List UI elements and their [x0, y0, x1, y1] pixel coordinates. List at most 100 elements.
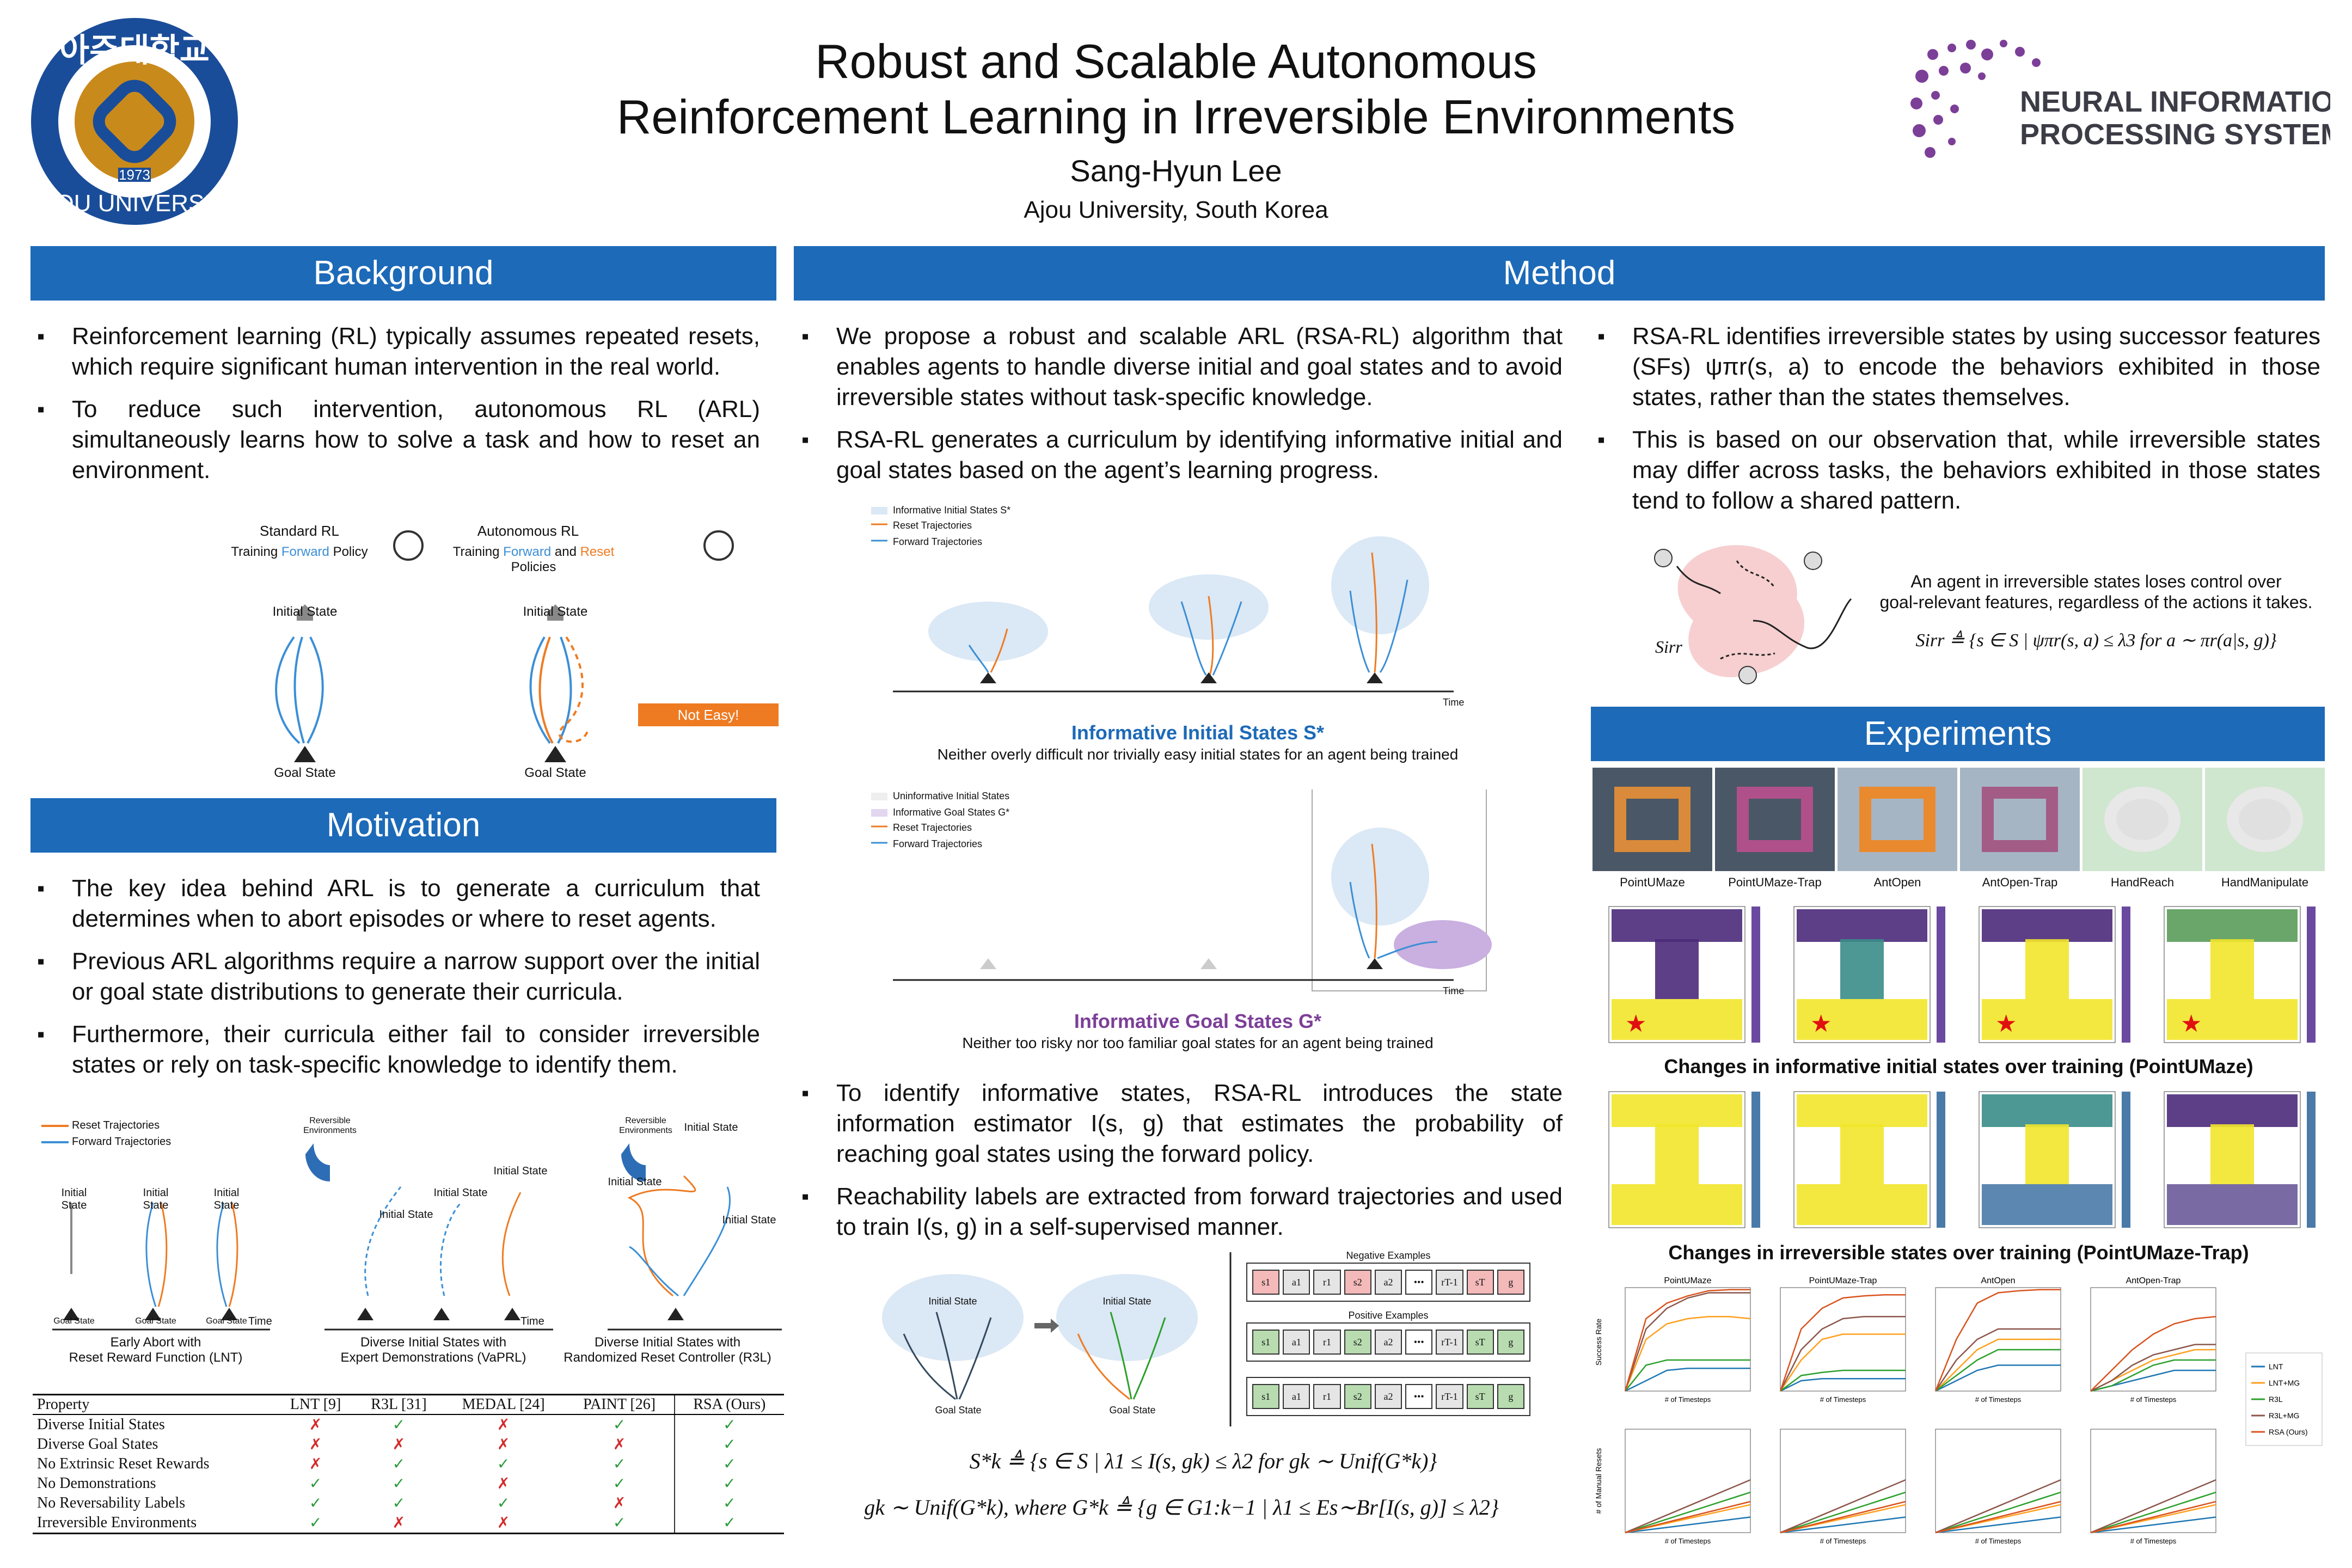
motivation-diagram: [41, 1125, 782, 1331]
table-cell-mark: ✓: [392, 1495, 406, 1512]
environment-label: PointUMaze-Trap: [1728, 875, 1822, 889]
sequence-token: a1: [1283, 1384, 1310, 1409]
irr-set-label: Sirr: [1655, 637, 1682, 657]
bg-initial-state-right: Initial State: [523, 604, 588, 619]
background-bullet: To reduce such intervention, autonomous …: [30, 394, 760, 486]
lnt-time-label: Time: [248, 1315, 272, 1327]
reset-frame: [1780, 1429, 1906, 1533]
heatmap-panel: ★: [2148, 901, 2322, 1054]
standard-vs-autonomous-figure: Standard RL Training Forward Policy Auto…: [207, 523, 779, 784]
vaprl-initial-2: Initial State: [433, 1187, 488, 1199]
table-row: No Extrinsic Reset Rewards✗✓✓✓✓: [33, 1454, 784, 1474]
sequence-token: s1: [1252, 1330, 1280, 1355]
motivation-bullet: Previous ARL algorithms require a narrow…: [30, 946, 760, 1007]
heatmap-plot: ★: [1793, 906, 1945, 1043]
sequence-token: sT: [1466, 1384, 1494, 1409]
table-cell-mark: ✗: [497, 1475, 510, 1492]
irreversible-state-heatmaps: [1592, 1086, 2325, 1241]
curve-series-line: [1935, 1364, 2061, 1392]
curve-title: PointUMaze-Trap: [1809, 1276, 1877, 1285]
goal-star-icon: ★: [1810, 1010, 1832, 1037]
heatmap-colorbar: [1751, 1092, 1760, 1228]
equation-informative-initial: S*k ≜ {s ∈ S | λ1 ≤ I(s, gk) ≤ λ2 for gk…: [969, 1449, 1437, 1473]
neurips-logo: NEURAL INFORMATION PROCESSING SYSTEMS: [1900, 33, 2352, 174]
sequence-token: s2: [1344, 1330, 1371, 1355]
heatmap-panel: [1778, 1086, 1952, 1239]
fig3-initial-left: Initial State: [928, 1296, 977, 1307]
motivation-figure: Reset Trajectories Forward Trajectories …: [30, 1111, 782, 1367]
table-cell-mark: ✓: [497, 1495, 510, 1512]
irreversible-states-figure: Sirr: [1612, 528, 1862, 702]
vaprl-reversible: Reversible Environments: [303, 1116, 357, 1135]
table-cell-mark: ✓: [673, 1435, 784, 1454]
lnt-goal-3: Goal State: [206, 1316, 247, 1326]
method-bullet: RSA-RL generates a curriculum by identif…: [795, 425, 1563, 486]
table-cell-property: No Demonstrations: [37, 1475, 156, 1492]
method-bullet: RSA-RL identifies irreversible states by…: [1591, 321, 2320, 413]
neurips-line1: NEURAL INFORMATION: [2020, 85, 2330, 118]
poster-title-line1: Robust and Scalable Autonomous: [815, 34, 1537, 88]
sequence-token: •••: [1405, 1384, 1433, 1409]
heatmap-region: [1655, 1124, 1699, 1184]
goal-star-icon: ★: [1995, 1010, 2017, 1037]
table-cell-property: No Extrinsic Reset Rewards: [37, 1455, 210, 1472]
reset-xlabel: # of Timesteps: [1820, 1537, 1866, 1545]
heatmap-region: [1982, 909, 2112, 942]
method-bullets-2: To identify informative states, RSA-RL i…: [795, 1078, 1563, 1254]
curve-series-line: [1624, 1292, 1750, 1392]
table-row: Diverse Goal States✗✗✗✗✓: [33, 1435, 784, 1454]
sequence-token: g: [1497, 1270, 1524, 1295]
heatmap-region: [1840, 939, 1884, 999]
sequence-token: s2: [1344, 1384, 1371, 1409]
heatmap-region: [1797, 999, 1927, 1040]
environment-tile: HandManipulate: [2205, 768, 2325, 889]
environment-object: [1982, 787, 2058, 852]
heatmap-region: [1982, 999, 2112, 1040]
reset-series-line: [1780, 1516, 1906, 1534]
curve-xlabel: # of Timesteps: [1820, 1395, 1866, 1404]
environment-tile: AntOpen-Trap: [1960, 768, 2080, 889]
irreversible-caption-1: An agent in irreversible states loses co…: [1910, 572, 2282, 591]
curve-xlabel: # of Timesteps: [1665, 1395, 1711, 1404]
sequence-token: r1: [1313, 1330, 1341, 1355]
r3l-initial-1: Initial State: [608, 1176, 662, 1188]
sequence-token: s1: [1252, 1384, 1280, 1409]
environment-object: [1859, 787, 1935, 852]
table-cell-mark: ✓: [612, 1417, 626, 1434]
table-cell-mark: ✗: [612, 1495, 626, 1512]
legend-label: RSA (Ours): [2269, 1428, 2308, 1436]
reset-series-line: [1780, 1500, 1906, 1534]
table-header-row: Property LNT [9] R3L [31] MEDAL [24] PAI…: [33, 1394, 784, 1415]
ajou-english: AJOU UNIVERSITY: [28, 190, 241, 217]
heatmap-region: [2167, 1184, 2298, 1225]
irreversible-equation: Sirr ≜ {s ∈ S | ψπr(s, a) ≤ λ3 for a ∼ π…: [1915, 630, 2277, 651]
standard-vs-autonomous-diagram: [275, 530, 779, 762]
autonomous-rl-title: Autonomous RL: [477, 523, 579, 539]
heatmap-colorbar: [1751, 906, 1760, 1043]
motivation-bullet: The key idea behind ARL is to generate a…: [30, 873, 760, 934]
lnt-goal-1: Goal State: [53, 1316, 95, 1326]
table-cell-property: Diverse Goal States: [37, 1436, 158, 1453]
bg-initial-state-left: Initial State: [272, 604, 338, 619]
table-cell-mark: ✓: [612, 1456, 626, 1473]
sequence-token: r1: [1313, 1384, 1341, 1409]
goal-star-icon: ★: [1625, 1010, 1646, 1037]
environment-tile: PointUMaze: [1592, 768, 1712, 889]
vaprl-initial-3: Initial State: [493, 1165, 548, 1177]
heatmap-panel: ★: [1963, 901, 2137, 1054]
goal-states-diagram: [871, 789, 1492, 991]
curve-series-line: [1780, 1369, 1906, 1392]
fig3-goal-left: Goal State: [935, 1405, 982, 1416]
table-header: Property: [33, 1394, 276, 1415]
reset-series-line: [1780, 1479, 1906, 1534]
heatmap-region: [2210, 1124, 2254, 1184]
sequence-token: g: [1497, 1384, 1524, 1409]
method-bullets-3: RSA-RL identifies irreversible states by…: [1591, 321, 2320, 528]
heatmap-region: [2167, 909, 2298, 942]
curve-series-line: [1935, 1338, 2061, 1392]
sequence-token: rT-1: [1436, 1330, 1463, 1355]
table-row: No Demonstrations✓✓✗✓✓: [33, 1474, 784, 1493]
curve-series-line: [2090, 1359, 2216, 1392]
